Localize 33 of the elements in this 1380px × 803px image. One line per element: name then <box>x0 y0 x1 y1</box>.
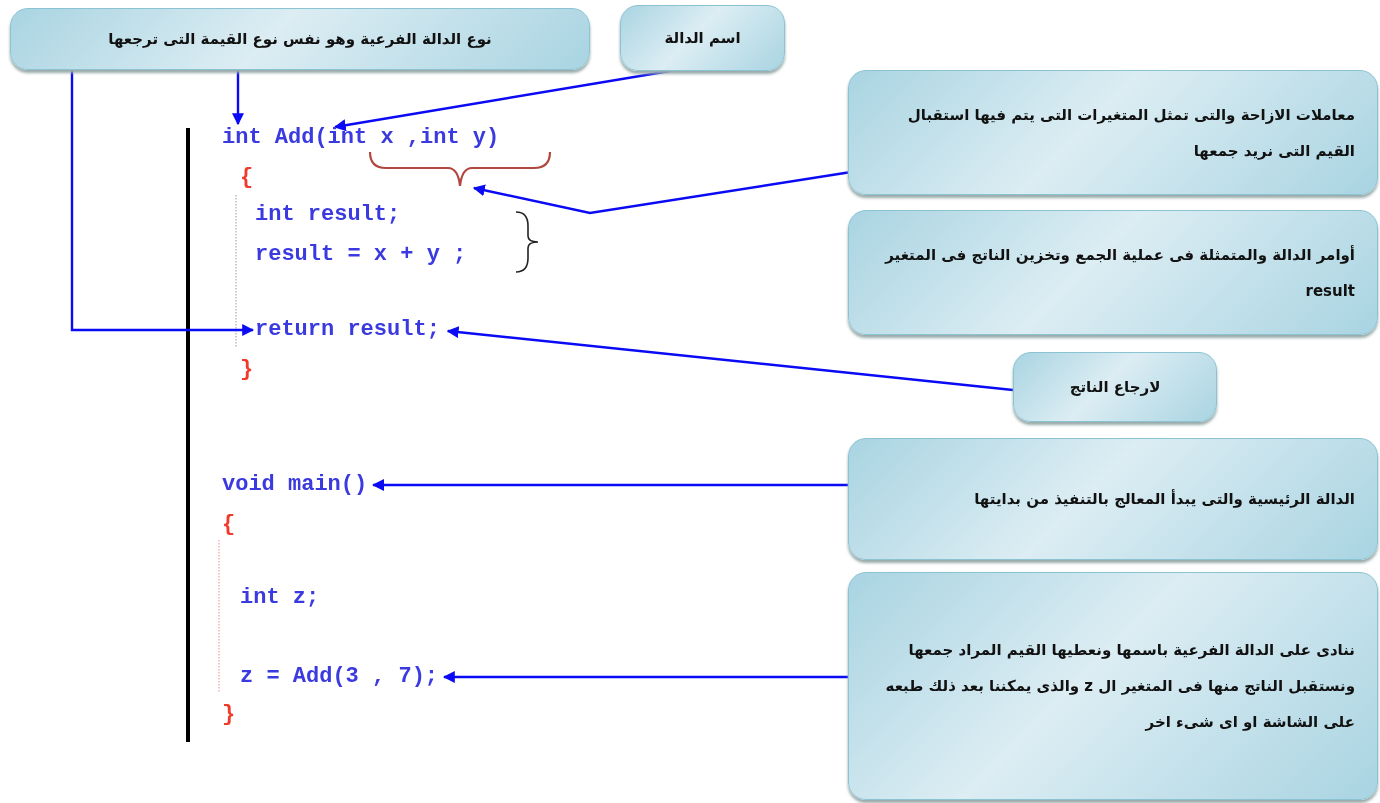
code-line: int result; <box>255 202 401 228</box>
arrow <box>232 70 244 126</box>
callout-box <box>1013 352 1217 422</box>
arrow <box>472 171 849 215</box>
callout-text: الدالة الرئيسية والتى يبدأ المعالج بالتنفيذ من بدايتها <box>973 488 1355 510</box>
callout-box <box>848 210 1378 335</box>
code-line: } <box>222 702 236 728</box>
code-line: { <box>240 165 254 191</box>
arrow <box>442 671 848 683</box>
code-line: } <box>240 357 254 383</box>
code-line: { <box>222 512 236 538</box>
code-line: z = Add(3 , 7); <box>240 664 439 690</box>
callout-box <box>620 5 785 71</box>
callout-box <box>848 70 1378 195</box>
callout-box <box>848 438 1378 560</box>
arrow <box>70 70 255 336</box>
code-line: void main() <box>222 472 368 498</box>
arrow <box>333 69 671 132</box>
callout-text: لارجاع الناتج <box>1068 377 1162 398</box>
code-line: result = x + y ; <box>255 242 467 268</box>
callout-text: اسم الدالة <box>663 28 742 49</box>
callout-box <box>10 8 590 70</box>
curly-brace <box>368 150 552 188</box>
arrow <box>446 326 1014 392</box>
callout-box <box>848 572 1378 800</box>
callout-text: نوع الدالة الفرعية وهو نفس نوع القيمة التى ترجعها <box>107 29 493 50</box>
code-line: return result; <box>255 317 440 343</box>
callout-text: ننادى على الدالة الفرعية باسمها ونعطيها القيم المراد جمعها ونستقبل الناتج منها فى المتغير ال z والذى يمكننا بعد ذلك طبعه على الشاشة او اى شىء اخر <box>884 640 1355 733</box>
code-line: int z; <box>240 585 320 611</box>
callout-text: معاملات الازاحة والتى تمثل المتغيرات التى يتم فيها استقبال القيم التى نريد جمعها <box>906 104 1355 162</box>
code-line: int Add(int x ,int y) <box>222 125 500 151</box>
arrow <box>372 479 848 491</box>
callout-text: أوامر الدالة والمتمثلة فى عملية الجمع وتخزين الناتج فى المتغير result <box>883 244 1355 302</box>
